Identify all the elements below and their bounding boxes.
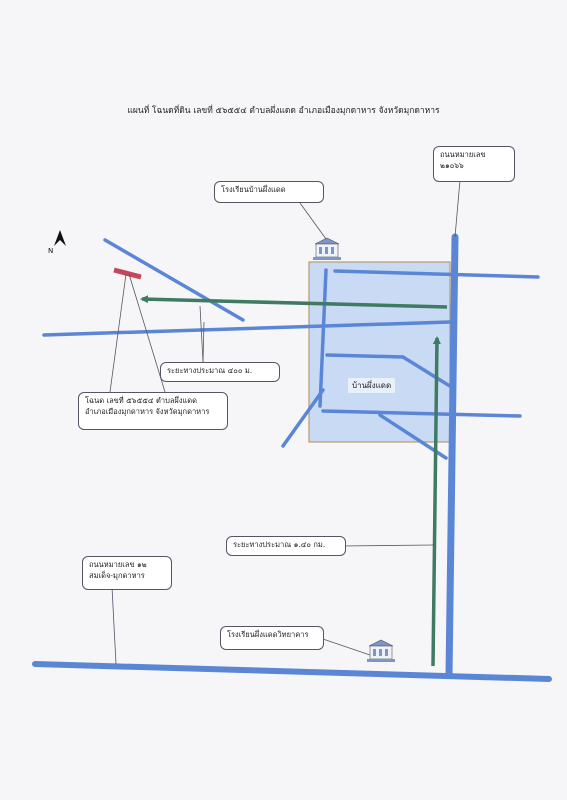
highway-21066-callout: ถนนหมายเลข ๒๑๐๖๖ [433,146,515,182]
road-12-callout: ถนนหมายเลข ๑๒ สมเด็จ-มุกดาหาร [82,556,172,590]
school-ban-phueng-daet-callout: โรงเรียนบ้านผึ่งแดด [214,181,324,203]
road-12-label-line1: ถนนหมายเลข ๑๒ [89,560,147,569]
road-village-diag-east [401,355,455,390]
road-northwest-diagonal [103,238,245,322]
road-village-southwest [281,388,325,448]
land-plot-marker [113,267,142,280]
distance-400m-callout: ระยะทางประมาณ ๔๐๐ ม. [160,362,280,382]
distance-400m-label: ระยะทางประมาณ ๔๐๐ ม. [167,366,253,375]
route-arrow-north [431,336,441,667]
route-arrows [140,295,448,667]
road-village-mid [325,353,405,359]
highway-label-line1: ถนนหมายเลข [440,150,486,159]
school-ban-phueng-daet-label: โรงเรียนบ้านผึ่งแดด [221,185,286,194]
highway-21066 [445,233,459,679]
road-12-label-line2: สมเด็จ-มุกดาหาร [89,570,145,580]
distance-140km-callout: ระยะทางประมาณ ๑.๔๐ กม. [226,536,346,556]
route-arrow-west [140,295,448,309]
map-title: แผนที่ โฉนดที่ดิน เลขที่ ๕๖๕๕๔ ตำบลผึ่งแ… [127,106,440,116]
north-label: N [48,247,54,255]
village-label: บ้านผึ่งแดด [348,378,396,393]
deed-label-line2: อำเภอเมืองมุกดาหาร จังหวัดมุกดาหาร [85,406,210,416]
highway-label-line2: ๒๑๐๖๖ [440,160,464,170]
school-witthayakhan-callout: โรงเรียนผึ่งแดดวิทยาคาร [220,626,324,650]
land-deed-callout: โฉนด เลขที่ ๕๖๕๕๔ ตำบลผึ่งแดด อำเภอเมือง… [78,392,228,430]
school-building-icon [367,639,395,662]
deed-label-line1: โฉนด เลขที่ ๕๖๕๕๔ ตำบลผึ่งแดด [85,396,198,405]
school-witthayakhan-label: โรงเรียนผึ่งแดดวิทยาคาร [227,630,309,639]
road-12 [32,661,552,682]
distance-140km-label: ระยะทางประมาณ ๑.๔๐ กม. [233,540,326,549]
road-village-south [321,409,522,418]
road-village-vertical [318,268,328,408]
road-east-top [333,269,540,279]
school-building-icon [313,237,341,260]
north-arrow-icon [54,230,66,246]
road-west-main [42,320,452,337]
road-network [32,233,552,682]
callout-leaders [109,179,461,665]
